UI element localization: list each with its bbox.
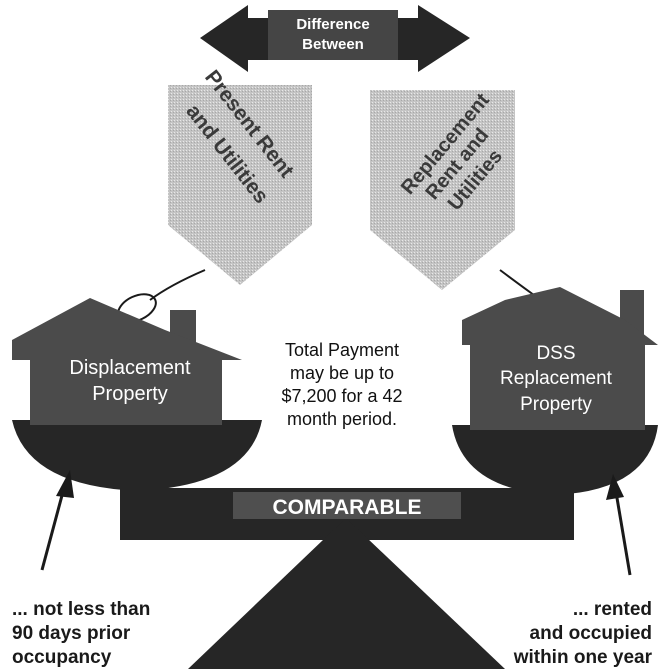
right-note-line3: within one year xyxy=(513,647,653,668)
left-tag-shape xyxy=(168,85,312,285)
center-note-line3: $7,200 for a 42 xyxy=(281,386,402,406)
present-rent-tag: Present Rent and Utilities xyxy=(168,66,312,285)
scale-fulcrum xyxy=(188,518,505,669)
left-arrow-head xyxy=(56,470,74,498)
right-tag-shape xyxy=(370,90,515,290)
right-scale-pan xyxy=(452,425,658,495)
left-tag-string xyxy=(149,269,206,301)
center-note-line2: may be up to xyxy=(290,363,394,383)
right-house-shape xyxy=(462,287,658,430)
balance-scale: COMPARABLE xyxy=(12,420,658,669)
replacement-house: DSS Replacement Property xyxy=(462,287,658,430)
left-house-line2: Property xyxy=(92,383,168,405)
left-arrow-shaft xyxy=(40,487,66,571)
displacement-house: Displacement Property xyxy=(12,298,242,425)
arrow-label-line2: Between xyxy=(302,36,364,53)
right-condition-note: ... rented and occupied within one year xyxy=(513,599,653,668)
left-note-line2: 90 days prior xyxy=(12,623,131,644)
center-note-line4: month period. xyxy=(287,409,397,429)
left-scale-pan xyxy=(12,420,262,491)
right-arrow-head xyxy=(606,474,624,500)
right-arrow-shaft xyxy=(614,491,632,576)
right-house-line2: Replacement xyxy=(500,368,613,389)
arrow-label-bg xyxy=(268,10,398,60)
left-house-shape xyxy=(12,298,242,425)
comparable-label: COMPARABLE xyxy=(273,496,422,519)
right-note-line1: ... rented xyxy=(573,599,652,620)
center-note-line1: Total Payment xyxy=(285,340,399,360)
left-condition-note: ... not less than 90 days prior occupanc… xyxy=(12,599,150,668)
comparable-label-bg xyxy=(233,492,461,519)
left-house-line1: Displacement xyxy=(69,357,191,379)
right-house-line1: DSS xyxy=(536,343,575,364)
arrow-label-line1: Difference xyxy=(296,16,369,33)
left-note-line3: occupancy xyxy=(12,647,112,668)
left-pointer-arrow xyxy=(40,470,74,571)
right-note-line2: and occupied xyxy=(530,623,652,644)
right-pointer-arrow xyxy=(606,474,632,576)
left-note-line1: ... not less than xyxy=(12,599,150,620)
replacement-rent-tag: Replacement Rent and Utilities xyxy=(370,89,515,290)
right-house-line3: Property xyxy=(520,394,592,415)
difference-between-arrow: Difference Between xyxy=(200,5,470,72)
total-payment-note: Total Payment may be up to $7,200 for a … xyxy=(281,340,402,429)
